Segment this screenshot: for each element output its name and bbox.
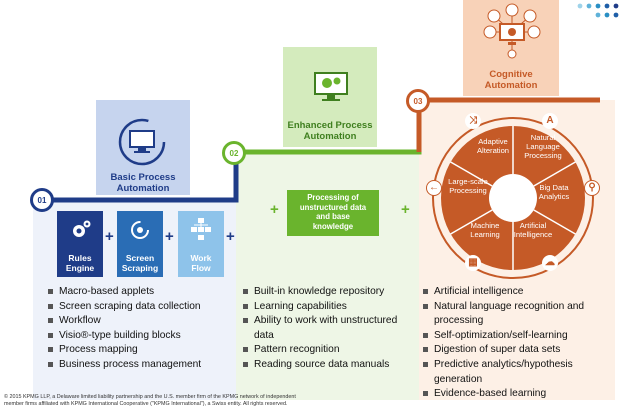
- list-item: Process mapping: [48, 343, 234, 358]
- copyright-footer: © 2015 KPMG LLP, a Delaware limited liab…: [4, 394, 296, 408]
- basic-title: Basic Process Automation: [96, 172, 190, 194]
- cognitive-title-line2: Automation: [484, 80, 538, 91]
- list-item: Artificial intelligence: [423, 285, 601, 300]
- footer-line1: © 2015 KPMG LLP, a Delaware limited liab…: [4, 394, 296, 400]
- basic-title-line1: Basic Process: [110, 172, 176, 183]
- shuffle-icon: ⤨: [465, 113, 481, 129]
- gears-icon: [73, 220, 91, 237]
- cloud-icon: ☁: [542, 255, 558, 271]
- list-item: Evidence-based learning: [423, 387, 601, 402]
- list-item: Visio®-type building blocks: [48, 329, 234, 344]
- basic-capabilities-list: Macro-based applets Screen scraping data…: [48, 285, 234, 373]
- enhanced-title: Enhanced Process Automation: [283, 120, 377, 142]
- segment-ai-line2: Intelligence: [513, 230, 553, 239]
- segment-nlp-line3: Processing: [524, 151, 562, 160]
- segment-bigdata-line1: Big Data: [539, 183, 569, 192]
- segment-ai-line1: Artificial: [519, 221, 547, 230]
- segment-ml-line2: Learning: [470, 230, 500, 239]
- plus-icon: +: [270, 201, 279, 218]
- list-item: Digestion of super data sets: [423, 343, 601, 358]
- footer-line2: member firms affiliated with KPMG Intern…: [4, 401, 288, 407]
- segment-large-line1: Large-scale: [448, 177, 488, 186]
- step-number-01: 01: [30, 188, 54, 212]
- list-item: Reading source data manuals: [243, 358, 419, 373]
- segment-adaptive-line2: Alteration: [476, 146, 510, 155]
- list-item: Pattern recognition: [243, 343, 419, 358]
- knowledge-line4: knowledge: [312, 221, 354, 231]
- knowledge-line1: Processing of: [307, 193, 359, 202]
- list-item: Self-optimization/self-learning: [423, 329, 601, 344]
- basic-title-line2: Automation: [116, 183, 170, 194]
- segment-nlp-line2: Language: [526, 142, 560, 151]
- list-item: Ability to work with unstructured data: [243, 314, 419, 343]
- plus-icon: +: [105, 228, 114, 245]
- segment-bigdata-line2: Analytics: [538, 192, 570, 201]
- segment-nlp-line1: Natural: [530, 133, 556, 142]
- list-item: Screen scraping data collection: [48, 300, 234, 315]
- tile-rules-line2: Engine: [65, 263, 95, 273]
- decorative-dots: [577, 3, 619, 18]
- list-item: Learning capabilities: [243, 300, 419, 315]
- search-icon: ⚲: [584, 180, 600, 196]
- knowledge-line2: unstructured data: [299, 202, 367, 212]
- enhanced-title-line2: Automation: [303, 131, 357, 142]
- plus-icon: +: [165, 228, 174, 245]
- enhanced-title-line1: Enhanced Process: [287, 120, 373, 131]
- cognitive-wheel: [432, 117, 594, 279]
- flowchart-icon: [191, 218, 211, 240]
- refresh-gear-icon: [131, 221, 149, 239]
- tile-screen-line1: Screen: [125, 253, 155, 263]
- segment-large-line2: Processing: [449, 186, 487, 195]
- list-item: Predictive analytics/hypothesis generati…: [423, 358, 601, 387]
- letter-a-icon: A: [542, 113, 558, 129]
- chart-icon: ▦: [465, 255, 481, 271]
- segment-ml-line1: Machine: [470, 221, 500, 230]
- cognitive-network-icon: [483, 3, 541, 59]
- list-item: Business process management: [48, 358, 234, 373]
- knowledge-line3: and base: [316, 212, 350, 221]
- enhanced-capabilities-list: Built-in knowledge repository Learning c…: [243, 285, 419, 373]
- list-item: Macro-based applets: [48, 285, 234, 300]
- step-number-02: 02: [222, 141, 246, 165]
- cognitive-title: Cognitive Automation: [463, 69, 559, 91]
- list-item: Workflow: [48, 314, 234, 329]
- arrow-left-icon: ←: [426, 180, 442, 196]
- tile-rules-line1: Rules: [68, 253, 92, 263]
- plus-icon: +: [401, 201, 410, 218]
- step-number-03: 03: [406, 89, 430, 113]
- cognitive-capabilities-list: Artificial intelligence Natural language…: [423, 285, 601, 402]
- segment-adaptive-line1: Adaptive: [478, 137, 508, 146]
- computer-database-icon: [118, 118, 166, 166]
- computer-gears-icon: [314, 72, 348, 101]
- knowledge-box: Processing of unstructured data and base…: [287, 190, 379, 236]
- list-item: Built-in knowledge repository: [243, 285, 419, 300]
- plus-icon: +: [226, 228, 235, 245]
- list-item: Natural language recognition and process…: [423, 300, 601, 329]
- tile-work-line1: Work: [190, 253, 212, 263]
- tile-screen-line2: Scraping: [121, 263, 159, 273]
- tile-work-line2: Flow: [191, 263, 211, 273]
- cognitive-title-line1: Cognitive: [489, 69, 533, 80]
